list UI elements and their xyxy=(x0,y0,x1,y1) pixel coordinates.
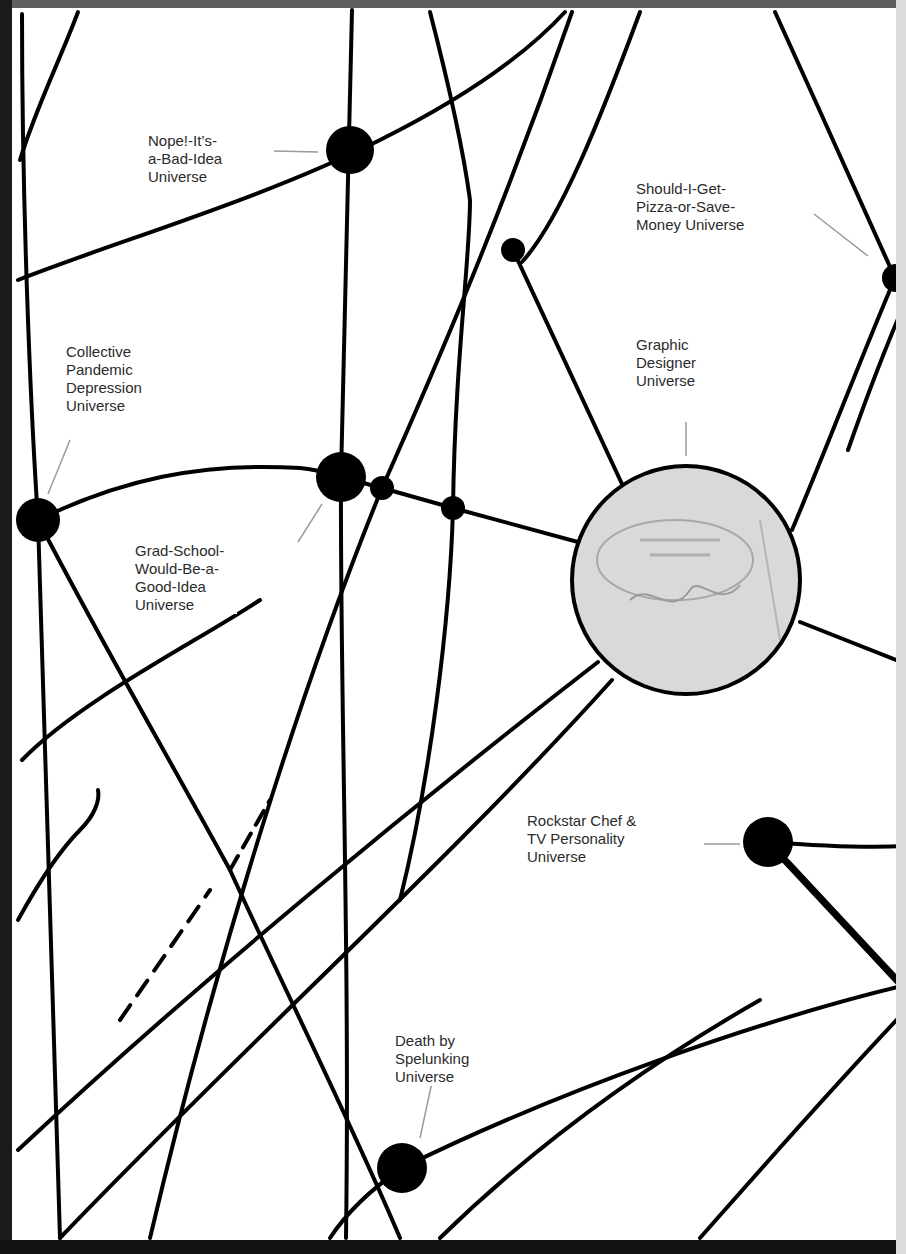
universe-label: Grad-School- Would-Be-a- Good-Idea Unive… xyxy=(133,542,237,614)
universe-label: Rockstar Chef & TV Personality Universe xyxy=(525,812,649,866)
universe-label: Should-I-Get- Pizza-or-Save- Money Unive… xyxy=(634,180,756,234)
universe-dots xyxy=(16,126,906,1193)
universe-label: Graphic Designer Universe xyxy=(634,336,716,390)
universe-label: Collective Pandemic Depression Universe xyxy=(64,343,154,415)
stamp-circle xyxy=(572,466,800,694)
scan-edge-right xyxy=(896,0,906,1254)
universe-label: Nope!-It’s- a-Bad-Idea Universe xyxy=(146,132,232,186)
scan-edge-bottom xyxy=(0,1240,906,1254)
scan-edge-left xyxy=(0,0,12,1254)
universe-label: Death by Spelunking Universe xyxy=(393,1032,483,1086)
leader-lines xyxy=(48,151,868,1138)
universe-lines xyxy=(18,10,906,1238)
scan-edge-top xyxy=(0,0,906,8)
